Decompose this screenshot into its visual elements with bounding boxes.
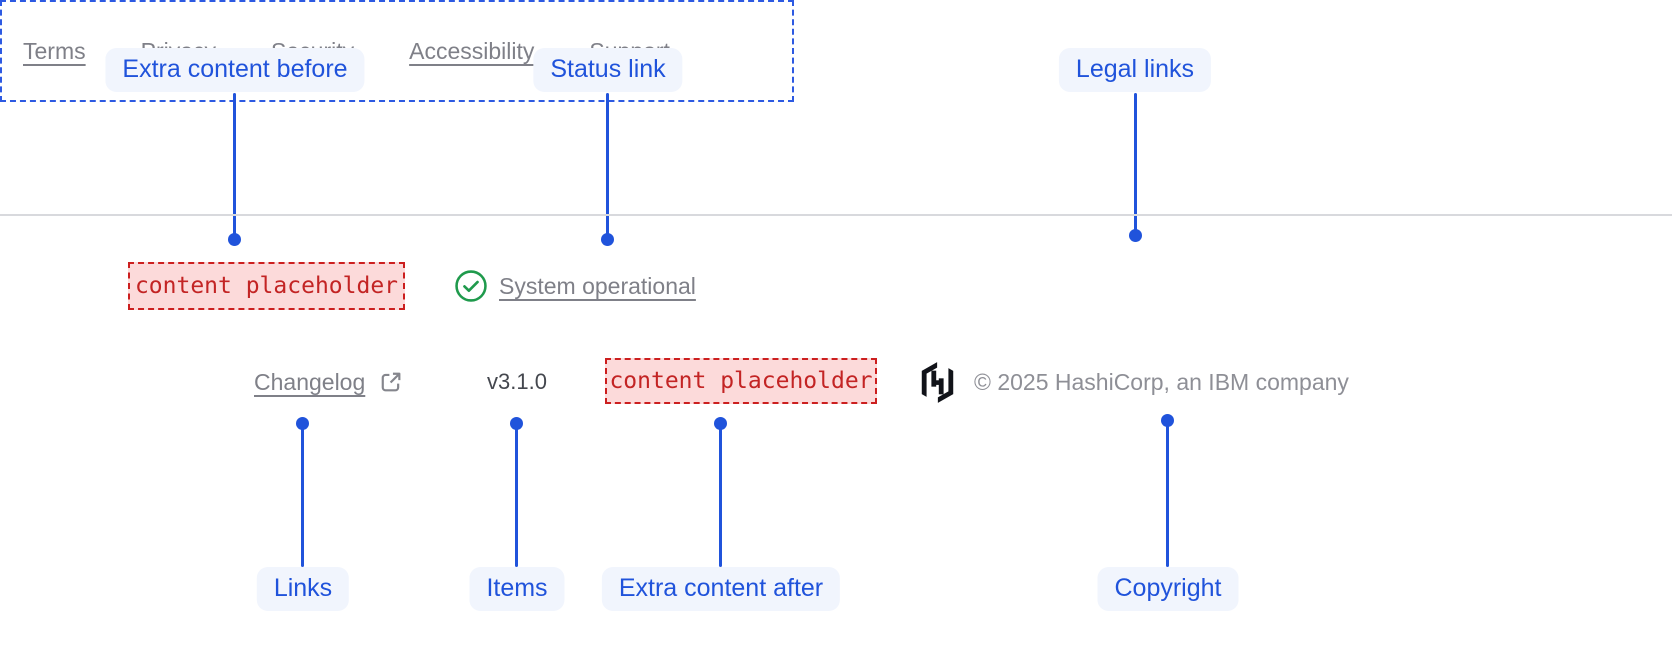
connector-dot: [296, 417, 309, 430]
annotation-label-items: Items: [469, 567, 565, 611]
connector-dot: [1129, 229, 1142, 242]
status-link[interactable]: System operational: [454, 262, 696, 310]
legal-link-accessibility[interactable]: Accessibility: [409, 37, 535, 64]
connector-line: [606, 93, 609, 240]
annotation-label-links: Links: [256, 567, 350, 611]
legal-link-terms[interactable]: Terms: [23, 37, 86, 64]
connector-line: [719, 424, 722, 567]
connector-line: [1166, 421, 1169, 567]
copyright-group: © 2025 HashiCorp, an IBM company: [919, 359, 1349, 405]
connector-line: [301, 424, 304, 567]
connector-dot: [714, 417, 727, 430]
copyright-text: © 2025 HashiCorp, an IBM company: [974, 368, 1349, 395]
changelog-link[interactable]: Changelog: [254, 360, 404, 404]
extra-content-after-placeholder: content placeholder: [605, 358, 877, 404]
changelog-link-label: Changelog: [254, 368, 366, 395]
footer-divider: [0, 214, 1672, 216]
extra-content-before-placeholder: content placeholder: [128, 262, 405, 310]
check-circle-icon: [454, 269, 488, 303]
connector-dot: [1161, 414, 1174, 427]
version-text: v3.1.0: [487, 369, 547, 394]
annotation-label-copyright: Copyright: [1097, 567, 1239, 611]
external-link-icon: [378, 369, 404, 395]
status-link-label: System operational: [499, 272, 696, 299]
connector-line: [233, 93, 236, 240]
annotation-label-legal-links: Legal links: [1058, 48, 1212, 92]
connector-dot: [228, 233, 241, 246]
connector-line: [515, 424, 518, 567]
annotation-label-extra-content-before: Extra content before: [105, 48, 365, 92]
annotation-label-status-link: Status link: [533, 48, 683, 92]
connector-dot: [601, 233, 614, 246]
annotation-label-extra-content-after: Extra content after: [601, 567, 841, 611]
connector-line: [1134, 93, 1137, 236]
hashicorp-logo: [919, 361, 956, 403]
connector-dot: [510, 417, 523, 430]
